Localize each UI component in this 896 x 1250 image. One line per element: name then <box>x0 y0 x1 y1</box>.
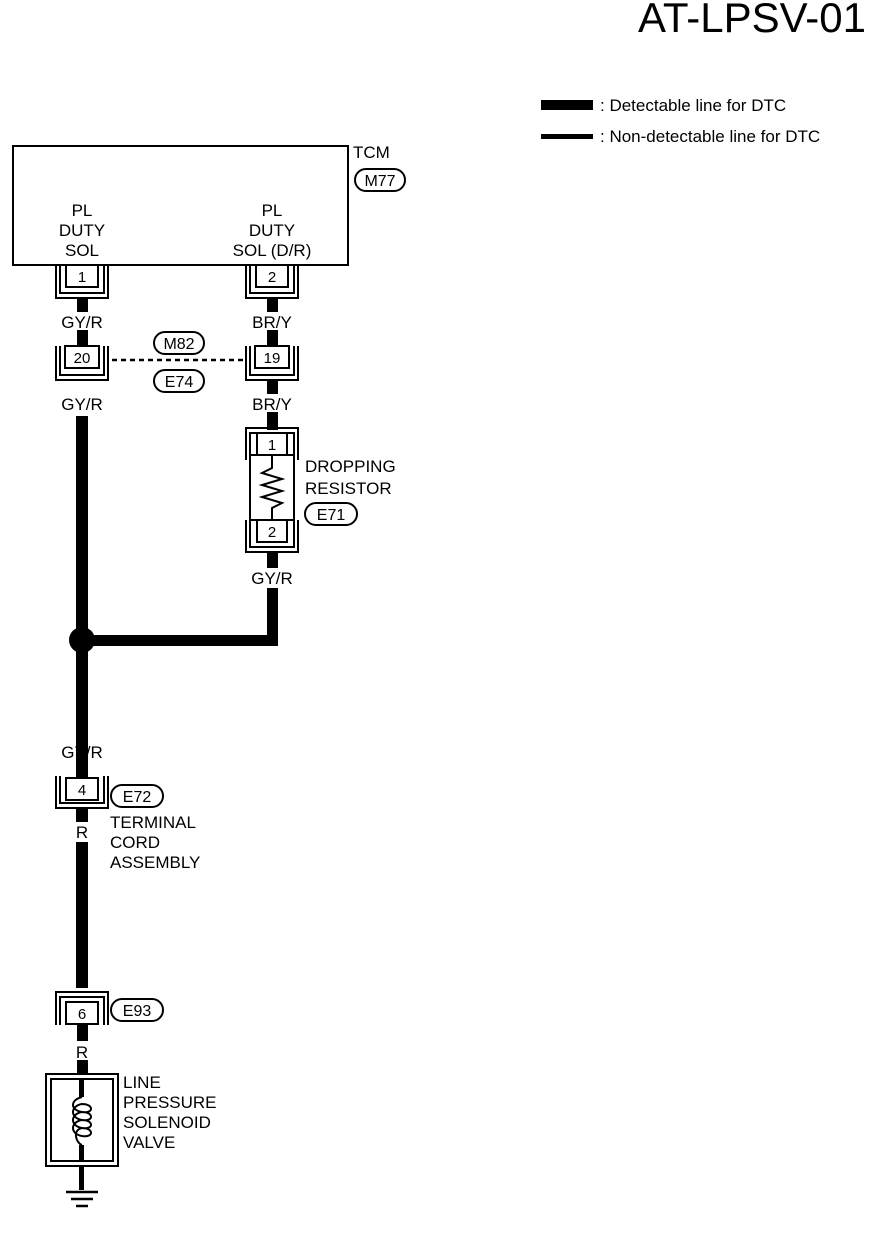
tcm-pin-2-label: 2 <box>268 269 276 286</box>
wire-left-top-lower <box>77 330 88 346</box>
resistor-symbol <box>258 455 286 520</box>
wire-left-main <box>76 416 88 778</box>
tcm-label: TCM <box>353 143 390 162</box>
tcm-unit: TCM M77 PL DUTY SOL PL DUTY SOL (D/R) <box>12 143 406 266</box>
terminal-label-line2: CORD <box>110 833 160 852</box>
tcm-terminal1-line1: PL <box>72 201 93 220</box>
solenoid-label-line4: VALVE <box>123 1133 175 1152</box>
terminal-label-line1: TERMINAL <box>110 813 196 832</box>
valve-connector-tag <box>110 998 164 1022</box>
joint-tag-top <box>153 331 205 355</box>
wire-left-top-upper <box>77 298 88 312</box>
dropping-resistor: 1 2 <box>245 427 299 553</box>
wires <box>76 298 278 1190</box>
resistor-label-line1: DROPPING <box>305 457 396 476</box>
joint-tag-top-label: M82 <box>163 336 194 353</box>
terminal-label-line3: ASSEMBLY <box>110 853 200 872</box>
legend-non-detectable-swatch <box>541 134 593 139</box>
coil-icon <box>72 1096 92 1146</box>
terminal-pin-label: 4 <box>78 782 86 799</box>
wire-resistor-out-lower <box>267 588 278 646</box>
wire-splice-horizontal <box>82 635 278 646</box>
tcm-pin-1-connector: 1 <box>55 264 109 299</box>
wire-label-terminal-out: R <box>76 823 88 842</box>
wire-resistor-out-upper <box>267 552 278 568</box>
wire-terminal-out-upper <box>76 808 88 822</box>
valve-connector: 6 <box>55 991 109 1025</box>
tcm-terminal1-line3: SOL <box>65 241 99 260</box>
resistor-label-line2: RESISTOR <box>305 479 392 498</box>
solenoid-label-line1: LINE <box>123 1073 161 1092</box>
resistor-connector-tag <box>304 502 358 526</box>
tcm-terminal2-line3: SOL (D/R) <box>233 241 312 260</box>
wire-valve-lower <box>77 1060 88 1080</box>
wire-valve-upper <box>77 1025 88 1041</box>
tcm-terminal1-line2: DUTY <box>59 221 105 240</box>
tcm-terminal2-line1: PL <box>262 201 283 220</box>
wire-label-left-mid: GY/R <box>61 395 103 414</box>
joint-connector-left: 20 <box>55 345 109 381</box>
joint-connector-right: 19 <box>245 345 299 381</box>
terminal-connector-label: E72 <box>123 789 152 806</box>
legend-non-detectable-label: : Non-detectable line for DTC <box>600 127 820 146</box>
resistor-connector-label: E71 <box>317 507 346 524</box>
terminal-cord-connector: 4 <box>55 776 109 809</box>
wire-right-mid-lower <box>267 412 278 430</box>
valve-connector-label: E93 <box>123 1003 152 1020</box>
wire-label-right-mid: BR/Y <box>252 395 292 414</box>
joint-pin-right-label: 19 <box>264 350 281 367</box>
tcm-terminal2-line2: DUTY <box>249 221 295 240</box>
wire-terminal-out-lower <box>76 842 88 988</box>
wire-ground <box>79 1166 84 1190</box>
legend-detectable-label: : Detectable line for DTC <box>600 96 786 115</box>
wire-right-mid-upper <box>267 380 278 394</box>
resistor-pin-top-label: 1 <box>268 437 276 454</box>
diagram-title: AT-LPSV-01 <box>638 0 866 41</box>
tcm-pin-1-label: 1 <box>78 269 86 286</box>
tcm-connector-label: M77 <box>364 173 395 190</box>
terminal-connector-tag <box>110 784 164 808</box>
wire-label-to-valve: R <box>76 1043 88 1062</box>
joint-tag-bottom <box>153 369 205 393</box>
tcm-box <box>12 145 349 266</box>
valve-pin-label: 6 <box>78 1006 86 1023</box>
wire-label-left-top: GY/R <box>61 313 103 332</box>
joint-tag-bottom-label: E74 <box>165 374 194 391</box>
wire-right-top-lower <box>267 330 278 346</box>
wire-right-top-upper <box>267 298 278 312</box>
tcm-connector-tag <box>354 168 406 192</box>
solenoid-label-line2: PRESSURE <box>123 1093 217 1112</box>
wire-label-to-terminal: GY/R <box>61 743 103 762</box>
ground-icon <box>66 1190 98 1208</box>
legend-detectable-swatch <box>541 100 593 110</box>
splice-dot <box>69 627 95 653</box>
wire-label-right-top: BR/Y <box>252 313 292 332</box>
resistor-pin-bottom-label: 2 <box>268 524 276 541</box>
solenoid-label-line3: SOLENOID <box>123 1113 211 1132</box>
wire-label-resistor-out: GY/R <box>251 569 293 588</box>
solenoid-valve <box>45 1073 119 1167</box>
legend: : Detectable line for DTC : Non-detectab… <box>541 96 820 146</box>
joint-pin-left-label: 20 <box>74 350 91 367</box>
tcm-pin-2-connector: 2 <box>245 264 299 299</box>
